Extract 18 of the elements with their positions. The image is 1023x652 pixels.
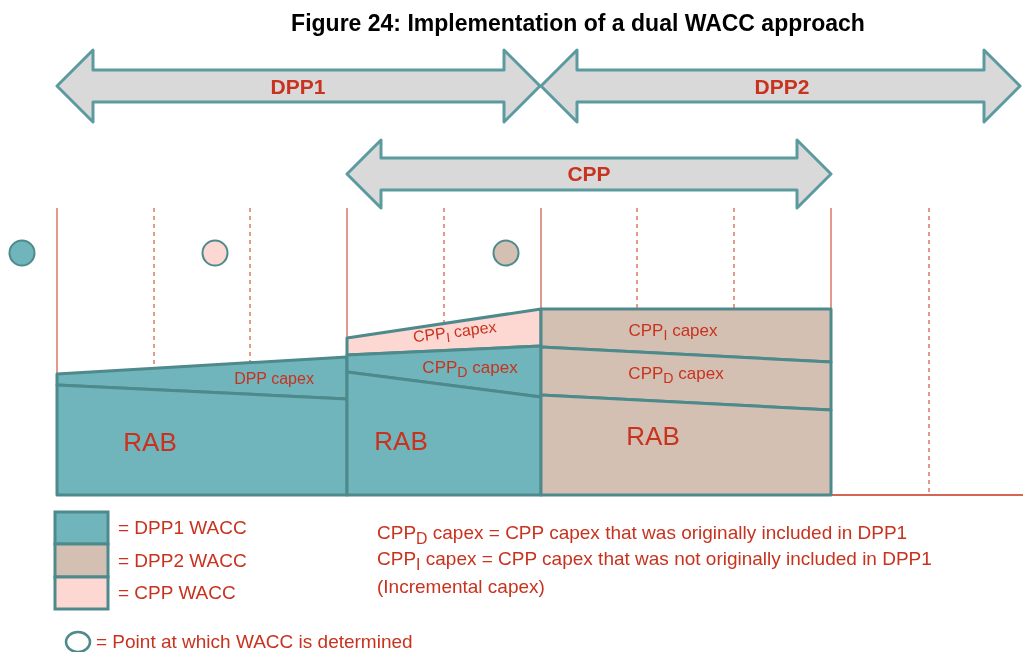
legend-text: = DPP1 WACC <box>118 517 247 539</box>
definition-note: (Incremental capex) <box>377 576 545 598</box>
period-label: DPP2 <box>754 75 810 99</box>
definition-note: CPP$_{I}$ capex = CPP capex that was not originally included in DPP1 <box>377 548 932 574</box>
region-label: CPP$_{D}$ capex <box>628 365 724 387</box>
region-label: CPP$_{I}$ capex <box>628 322 718 344</box>
legend-text: = Point at which WACC is determined <box>96 631 413 652</box>
period-label: CPP <box>567 162 611 186</box>
figure-title: Figure 24: Implementation of a dual WACC approach <box>290 10 866 37</box>
region-label: DPP capex <box>234 370 314 388</box>
period-label: DPP1 <box>270 75 326 99</box>
region-label: RAB <box>374 426 428 456</box>
legend-text: = CPP WACC <box>118 582 236 604</box>
legend-text: = DPP2 WACC <box>118 550 247 571</box>
region-label: RAB <box>626 421 680 451</box>
definition-note: CPP$_{D}$ capex = CPP capex that was originally included in DPP1 <box>377 522 908 548</box>
region-label: RAB <box>123 427 177 457</box>
region-label: CPP$_{D}$ capex <box>422 359 518 381</box>
